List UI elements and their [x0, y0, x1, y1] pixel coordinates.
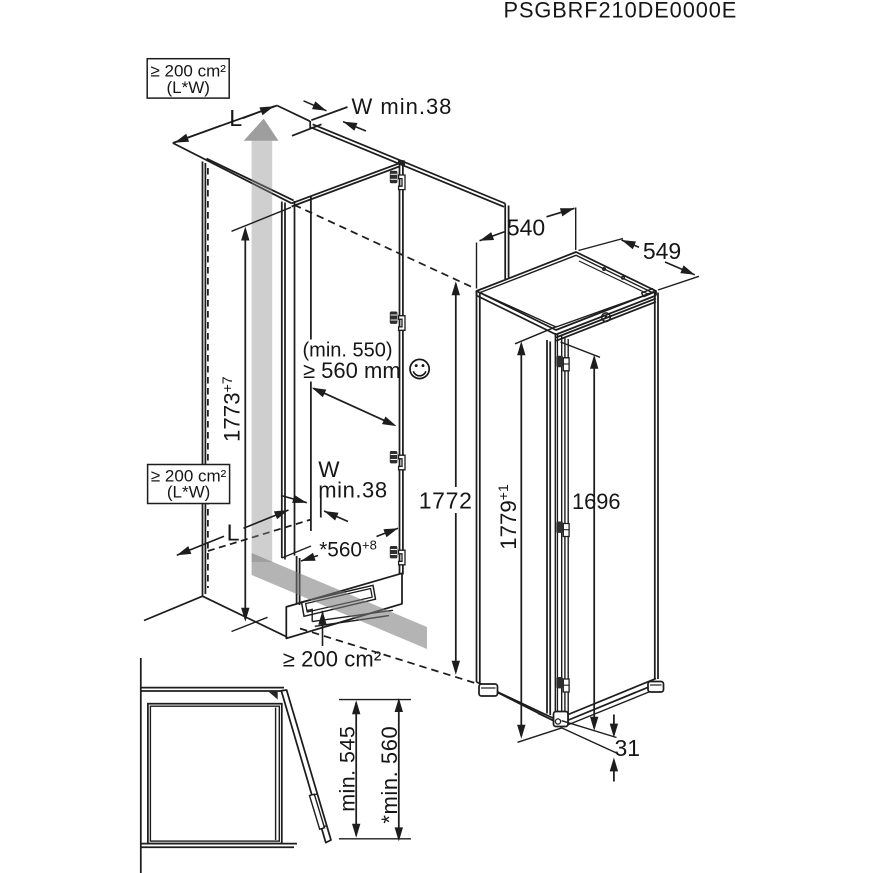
svg-text:1696: 1696 — [572, 489, 621, 514]
svg-text:(L*W): (L*W) — [167, 483, 210, 502]
svg-text:≥ 200 cm²: ≥ 200 cm² — [283, 646, 382, 671]
svg-text:L: L — [227, 519, 240, 545]
svg-text:549: 549 — [643, 238, 681, 264]
svg-text:1772: 1772 — [419, 488, 473, 514]
svg-text:min.38: min.38 — [318, 478, 387, 503]
svg-text:W: W — [318, 457, 340, 482]
svg-text:≥ 560 mm: ≥ 560 mm — [303, 358, 401, 383]
svg-text:31: 31 — [615, 735, 641, 761]
svg-text:≥ 200 cm²: ≥ 200 cm² — [151, 467, 227, 486]
svg-text:1779+1: 1779+1 — [495, 484, 521, 550]
svg-text:L: L — [229, 105, 242, 131]
svg-text:≥ 200 cm²: ≥ 200 cm² — [150, 62, 226, 81]
svg-text:W min.38: W min.38 — [352, 94, 453, 119]
svg-text:PSGBRF210DE0000E: PSGBRF210DE0000E — [504, 0, 738, 23]
svg-text:540: 540 — [507, 214, 545, 240]
svg-text:*min. 560: *min. 560 — [377, 726, 402, 824]
svg-text:min. 545: min. 545 — [336, 726, 360, 812]
svg-text:(min. 550): (min. 550) — [303, 340, 393, 362]
svg-text:(L*W): (L*W) — [166, 78, 209, 97]
